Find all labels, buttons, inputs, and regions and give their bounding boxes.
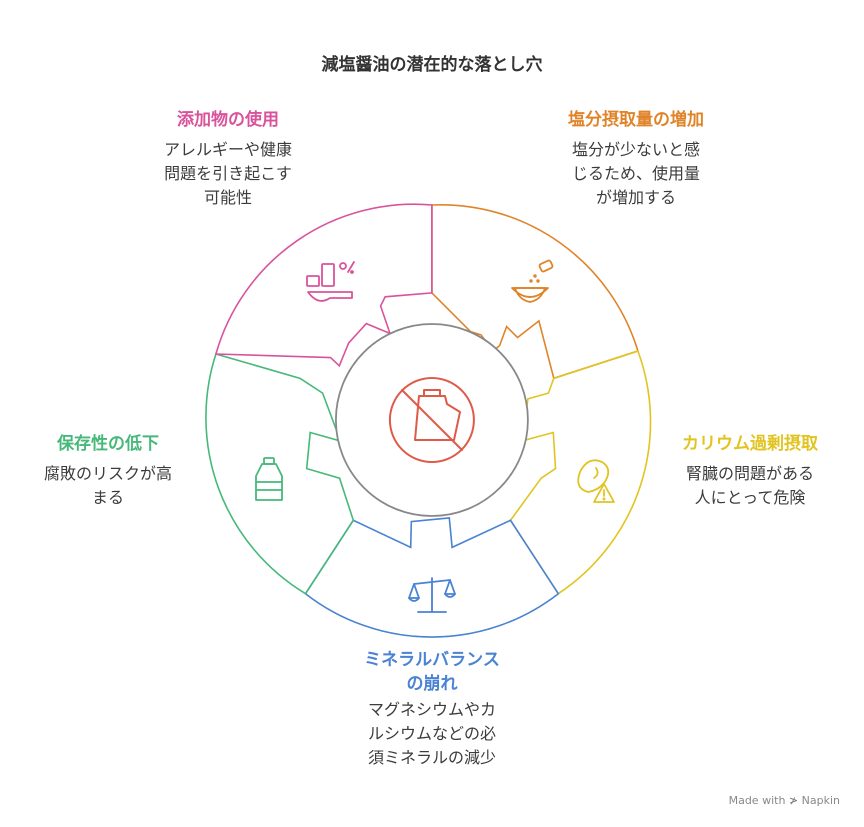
- balance-scale-icon: [408, 577, 456, 613]
- footer-text: Made with: [728, 794, 786, 807]
- diagram-title: 減塩醤油の潜在的な落とし穴: [321, 55, 543, 75]
- made-with-napkin[interactable]: Made with ≯ Napkin: [729, 794, 840, 807]
- desc-mineral: マグネシウムやカ ルシウムなどの必 須ミネラルの減少: [367, 700, 496, 767]
- heading-salt: 塩分摂取量の増加: [568, 110, 704, 130]
- block-salt: 塩分摂取量の増加 塩分が少ないと感 じるため、使用量 が増加する: [536, 108, 736, 210]
- heading-additives: 添加物の使用: [177, 110, 279, 130]
- bottle-icon: [255, 457, 283, 501]
- additive-measure-icon: [306, 261, 355, 302]
- desc-salt: 塩分が少ないと感 じるため、使用量 が増加する: [571, 140, 700, 207]
- sector-salt: [431, 204, 639, 380]
- block-preservation: 保存性の低下 腐敗のリスクが高 まる: [18, 432, 198, 510]
- napkin-logo-icon: ≯: [788, 794, 799, 807]
- desc-additives: アレルギーや健康 問題を引き起こす 可能性: [163, 140, 292, 207]
- block-mineral: ミネラルバランス の崩れ マグネシウムやカ ルシウムなどの必 須ミネラルの減少: [332, 648, 532, 770]
- footer-brand: Napkin: [801, 794, 840, 807]
- desc-preservation: 腐敗のリスクが高 まる: [43, 464, 172, 507]
- block-additives: 添加物の使用 アレルギーや健康 問題を引き起こす 可能性: [128, 108, 328, 210]
- kidney-warning-icon: [577, 459, 615, 503]
- desc-potassium: 腎臓の問題がある 人にとって危険: [685, 464, 814, 507]
- sector-preservation: [205, 353, 355, 595]
- sector-additives: [214, 203, 433, 368]
- heading-potassium: カリウム過剰摂取: [682, 434, 818, 454]
- sector-mineral: [304, 517, 560, 638]
- sector-potassium: [509, 350, 652, 595]
- salt-bowl-icon: [511, 259, 554, 303]
- heading-preservation: 保存性の低下: [57, 434, 159, 454]
- heading-mineral: ミネラルバランス の崩れ: [364, 650, 500, 694]
- no-soy-sauce-bottle-icon: [388, 377, 475, 463]
- block-potassium: カリウム過剰摂取 腎臓の問題がある 人にとって危険: [660, 432, 840, 510]
